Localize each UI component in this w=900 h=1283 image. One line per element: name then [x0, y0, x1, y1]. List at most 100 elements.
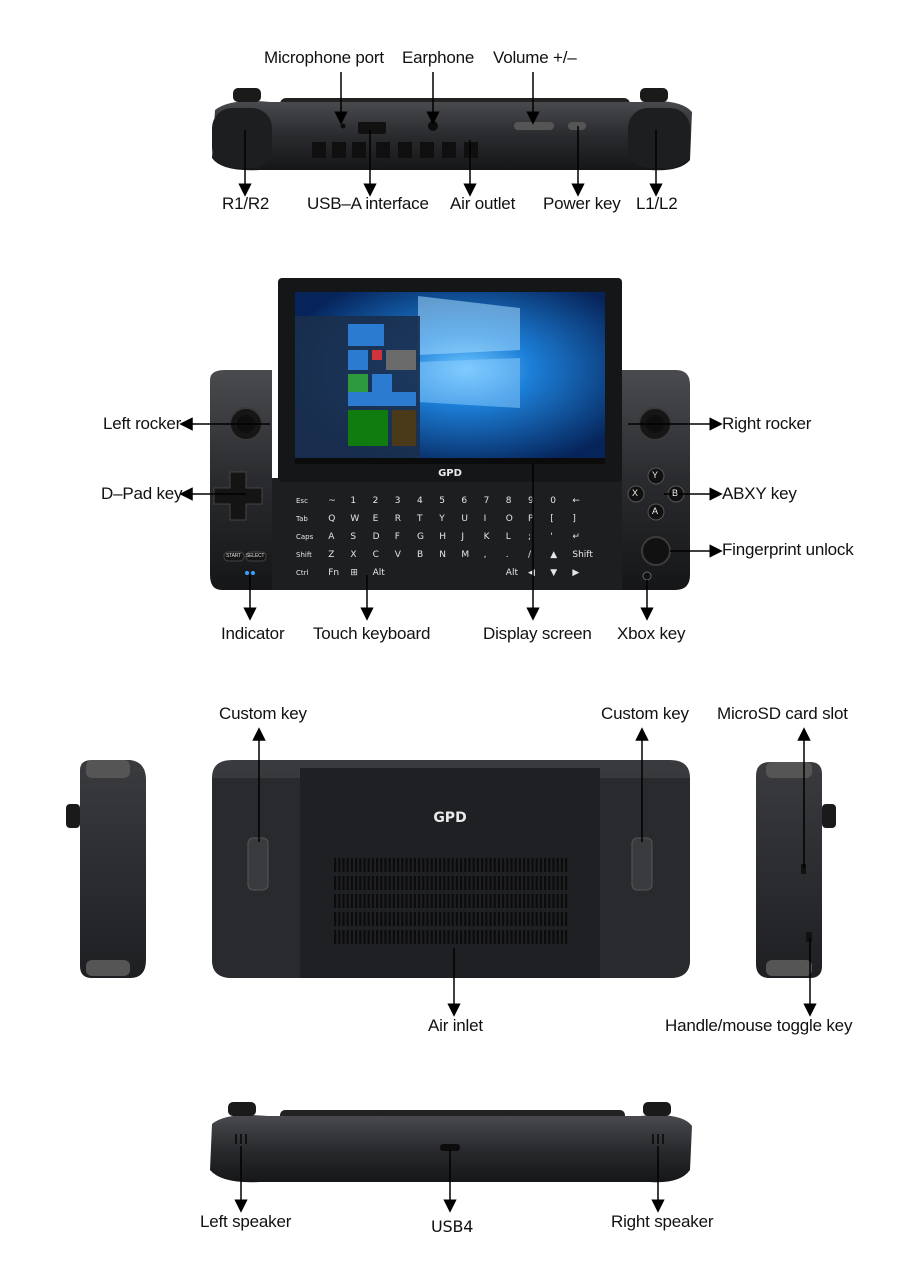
- keyboard-key: ~: [328, 496, 336, 506]
- label-left-speaker: Left speaker: [200, 1212, 292, 1231]
- keyboard-key: 7: [484, 496, 490, 506]
- vent-slot: [434, 876, 437, 890]
- vent-slot: [401, 894, 404, 908]
- vent-slot: [367, 930, 370, 944]
- vent-slot: [560, 876, 563, 890]
- vent-slot: [497, 876, 500, 890]
- vent-slot: [539, 912, 542, 926]
- vent-slot: [489, 912, 492, 926]
- label-l1l2: L1/L2: [636, 194, 678, 213]
- vent-slot: [510, 876, 513, 890]
- label-r1r2: R1/R2: [222, 194, 270, 213]
- vent-slot: [472, 930, 475, 944]
- keyboard-key: B: [417, 550, 423, 560]
- back-view-device: GPD: [66, 727, 836, 1017]
- vent-slot: [518, 912, 521, 926]
- vent-slot: [460, 930, 463, 944]
- vent-slot: [481, 912, 484, 926]
- vent-slot: [556, 858, 559, 872]
- label-microphone-port: Microphone port: [264, 48, 384, 67]
- vent-slot: [485, 894, 488, 908]
- label-volume: Volume +/–: [493, 48, 577, 67]
- vent-slot: [497, 894, 500, 908]
- vent-slot: [523, 912, 526, 926]
- vent-slot: [531, 930, 534, 944]
- vent-slot: [485, 912, 488, 926]
- keyboard-key: Y: [438, 514, 445, 524]
- keyboard-key: G: [417, 532, 424, 542]
- vent-slot: [401, 912, 404, 926]
- vent-slot: [455, 858, 458, 872]
- vent-slot: [451, 894, 454, 908]
- vent-slot: [409, 894, 412, 908]
- vent-slot: [472, 876, 475, 890]
- vent-slot: [409, 858, 412, 872]
- vent-slot: [439, 912, 442, 926]
- label-earphone: Earphone: [402, 48, 475, 67]
- vent-slot: [527, 876, 530, 890]
- vent-slot: [514, 876, 517, 890]
- vent-slot: [481, 930, 484, 944]
- vent-slot: [422, 912, 425, 926]
- vent-slot: [426, 876, 429, 890]
- keyboard-key: Caps: [296, 533, 314, 541]
- vent-slot: [426, 912, 429, 926]
- vent-slot: [426, 930, 429, 944]
- keyboard-key: 8: [506, 496, 512, 506]
- keyboard-key: O: [506, 514, 513, 524]
- vent-slot: [451, 930, 454, 944]
- label-display-screen: Display screen: [483, 624, 592, 643]
- vent-slot: [388, 876, 391, 890]
- vent-slot: [439, 876, 442, 890]
- keyboard-key: ▼: [550, 568, 557, 578]
- label-left-rocker: Left rocker: [103, 414, 182, 433]
- vent-slot: [397, 858, 400, 872]
- vent-slot: [413, 876, 416, 890]
- vent-slot: [376, 876, 379, 890]
- vent-slot: [346, 858, 349, 872]
- vent-slot: [371, 894, 374, 908]
- vent-slot: [434, 858, 437, 872]
- vent-slot: [464, 930, 467, 944]
- keyboard-key: Ctrl: [296, 569, 309, 577]
- vent-slot: [506, 930, 509, 944]
- vent-slot: [464, 858, 467, 872]
- vent-slot: [489, 930, 492, 944]
- vent-slot: [552, 930, 555, 944]
- vent-slot: [552, 876, 555, 890]
- vent-slot: [451, 876, 454, 890]
- vent-slot: [518, 858, 521, 872]
- face-button-x: X: [632, 488, 638, 498]
- vent-slot: [346, 912, 349, 926]
- top-view-device: [212, 72, 692, 197]
- vent-slot: [338, 858, 341, 872]
- vent-slot: [355, 912, 358, 926]
- vent-slot: [413, 894, 416, 908]
- vent-slot: [544, 930, 547, 944]
- keyboard-key: /: [528, 550, 532, 560]
- vent-slot: [355, 876, 358, 890]
- vent-slot: [342, 894, 345, 908]
- vent-slot: [380, 912, 383, 926]
- keyboard-key: W: [350, 514, 359, 524]
- vent-slot: [460, 876, 463, 890]
- vent-slot: [388, 894, 391, 908]
- vent-slot: [468, 858, 471, 872]
- start-button: START: [226, 553, 241, 559]
- vent-slot: [481, 858, 484, 872]
- vent-slot: [472, 894, 475, 908]
- keyboard-key: Fn: [328, 568, 339, 578]
- vent-slot: [493, 894, 496, 908]
- vent-slot: [560, 912, 563, 926]
- keyboard-key: C: [373, 550, 379, 560]
- vent-slot: [346, 930, 349, 944]
- keyboard-key: ←: [572, 496, 580, 506]
- front-brand-logo: GPD: [438, 468, 462, 479]
- keyboard-key: 4: [417, 496, 423, 506]
- keyboard-key: V: [395, 550, 402, 560]
- vent-slot: [405, 858, 408, 872]
- face-button-b: B: [672, 488, 678, 498]
- vent-slot: [548, 894, 551, 908]
- vent-slot: [506, 876, 509, 890]
- keyboard-key: ◀: [528, 568, 535, 578]
